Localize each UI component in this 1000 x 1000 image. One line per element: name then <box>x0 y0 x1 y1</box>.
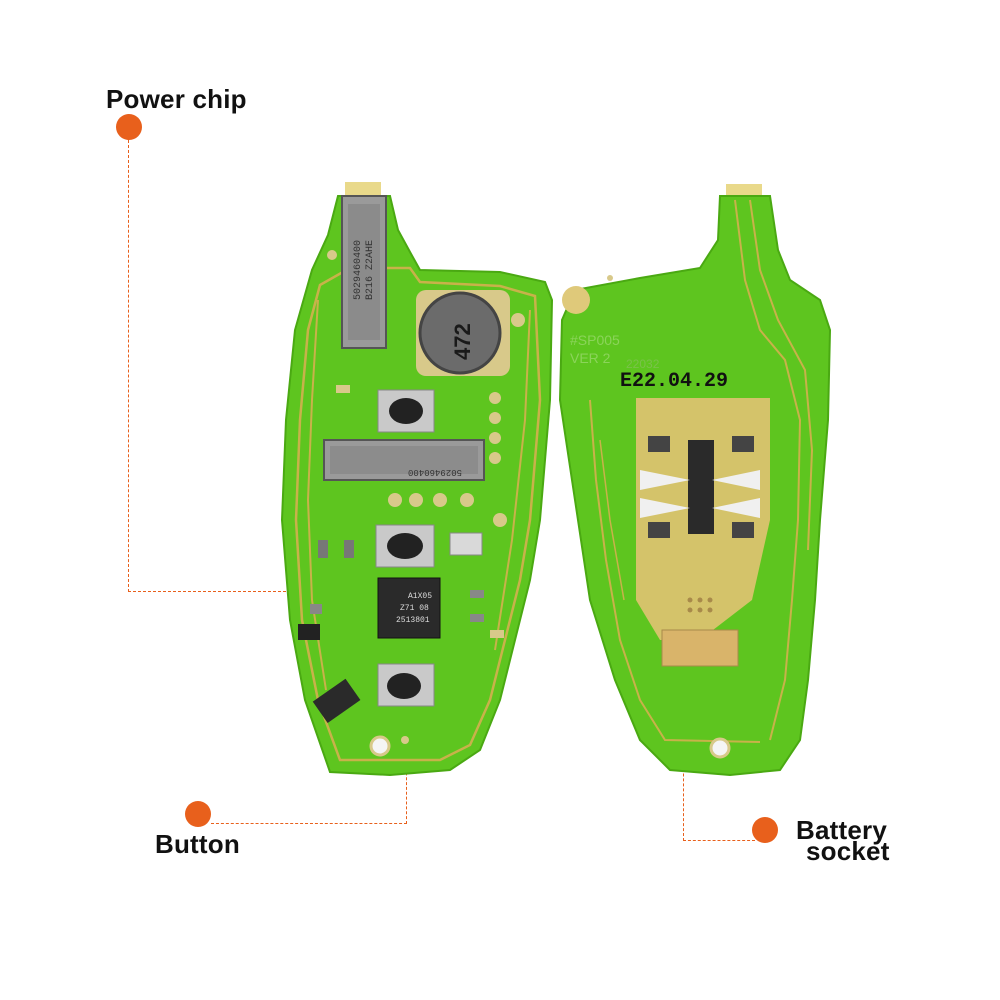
back-date-stamp: E22.04.29 <box>620 370 728 393</box>
battery-socket-label-line1: Battery <box>796 815 887 845</box>
battery-socket-dot <box>752 817 778 843</box>
front-board: 5029460400 B216 Z2AHE 472 5029460400 <box>280 182 554 777</box>
battery-socket-leader-horizontal <box>683 840 755 841</box>
module-text-1: 5029460400 <box>353 240 364 300</box>
back-version: VER 2 <box>570 350 611 366</box>
module-text-3: 5029460400 <box>408 467 462 477</box>
back-code: 22032 <box>626 357 660 371</box>
power-chip-leader-horizontal <box>128 591 286 592</box>
button-dot <box>185 801 211 827</box>
module-text-2: B216 Z2AHE <box>365 240 376 300</box>
chip-line-1: Z71 08 <box>400 604 429 613</box>
chip-marking: A1X05 <box>408 592 432 601</box>
back-board: #SP005 VER 2 22032 E22.04.29 <box>558 184 832 777</box>
back-model: #SP005 <box>570 332 620 348</box>
battery-socket-label-line2: socket <box>806 836 890 866</box>
button-label: Button <box>155 829 240 859</box>
inductor-marking: 472 <box>450 323 475 360</box>
chip-line-2: 2513801 <box>396 616 430 625</box>
power-chip-label: Power chip <box>106 84 247 114</box>
power-chip-leader <box>128 140 129 592</box>
power-chip-dot <box>116 114 142 140</box>
button-leader-horizontal <box>211 823 407 824</box>
button-leader-vertical <box>406 748 407 824</box>
